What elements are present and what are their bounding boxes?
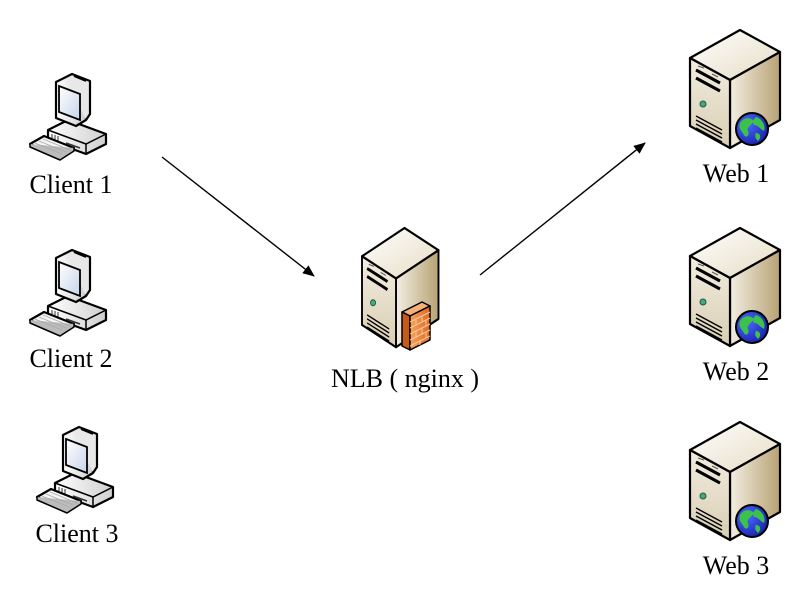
nlb-label: NLB ( nginx ) [330, 364, 480, 393]
client-3-workstation-icon [35, 425, 115, 515]
web-1-label: Web 1 [702, 159, 770, 188]
globe-icon [735, 112, 769, 146]
edge-nlb-to-web1 [479, 142, 646, 276]
globe-icon [735, 310, 769, 344]
client-1-workstation-icon [28, 72, 108, 162]
firewall-icon [401, 301, 431, 351]
client-1-label: Client 1 [29, 170, 113, 199]
web-3-label: Web 3 [702, 551, 770, 580]
globe-icon [735, 504, 769, 538]
client-2-workstation-icon [28, 248, 108, 338]
client-2-label: Client 2 [29, 344, 113, 373]
web-2-label: Web 2 [702, 357, 770, 386]
edge-client1-to-nlb [161, 156, 315, 277]
client-3-label: Client 3 [35, 519, 119, 548]
